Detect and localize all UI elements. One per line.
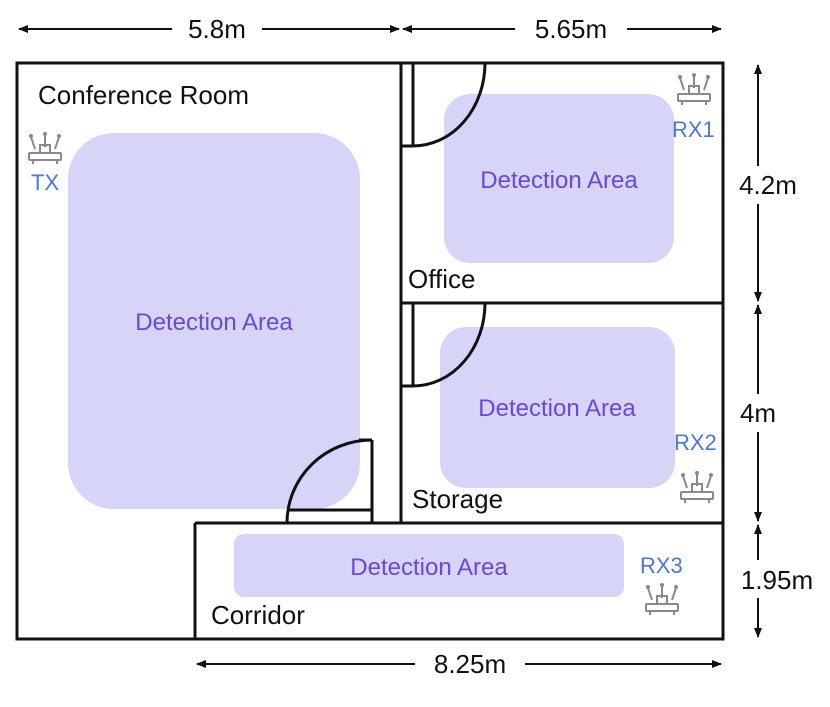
detection-label-corridor: Detection Area [350, 554, 508, 581]
router-antenna-icon [677, 72, 711, 106]
door-storage [412, 302, 487, 388]
detection-label-storage: Detection Area [478, 395, 636, 422]
device-label-rx1: RX1 [672, 117, 715, 142]
router-antenna-icon [680, 470, 714, 504]
router-antenna-icon [28, 131, 62, 165]
dim-label-corridor-height: 1.95m [741, 565, 813, 595]
room-label-conference: Conference Room [38, 80, 249, 110]
dim-label-office-height: 4.2m [739, 170, 797, 200]
door-conference [285, 438, 373, 524]
device-label-rx2: RX2 [674, 430, 717, 455]
dim-label-conference-width: 5.8m [188, 14, 246, 44]
detection-area-corridor [234, 534, 624, 597]
device-label-rx3: RX3 [640, 553, 683, 578]
walls [15, 61, 725, 641]
dim-label-corridor-width: 8.25m [434, 649, 506, 679]
detection-area-office [444, 94, 674, 263]
room-label-office: Office [408, 264, 475, 294]
detection-area-conference [68, 133, 360, 509]
room-label-corridor: Corridor [211, 600, 305, 630]
dim-label-storage-height: 4m [740, 398, 776, 428]
room-label-storage: Storage [412, 484, 503, 514]
router-antenna-icon [645, 582, 679, 616]
detection-area-storage [440, 327, 675, 488]
device-label-tx: TX [31, 170, 59, 195]
detection-label-conference: Detection Area [135, 309, 293, 336]
door-office [412, 62, 487, 148]
dim-label-office-width: 5.65m [535, 14, 607, 44]
detection-label-office: Detection Area [480, 167, 638, 194]
